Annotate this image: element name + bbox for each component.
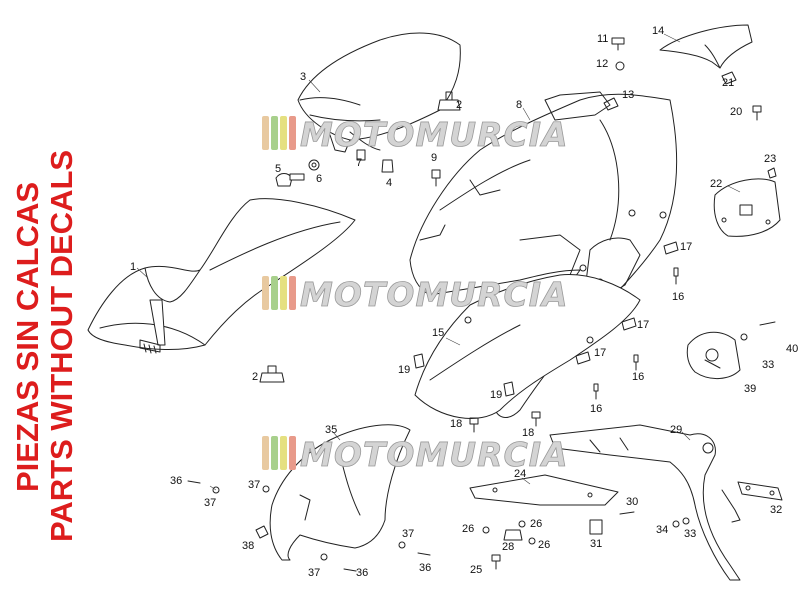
part-32-reflector (737, 481, 783, 501)
warning-line-2: PARTS WITHOUT DECALS (44, 150, 79, 542)
callout-17: 17 (594, 347, 606, 359)
callout-15: 15 (432, 327, 444, 339)
part-29-license-bracket (549, 424, 741, 581)
callout-35: 35 (325, 424, 337, 436)
part-22-bracket (713, 178, 781, 237)
callout-21: 21 (722, 77, 734, 89)
callout-13: 13 (622, 89, 634, 101)
callout-26: 26 (530, 518, 542, 530)
part-1-seat (87, 198, 356, 354)
watermark-stripe (271, 116, 278, 150)
callout-37: 37 (402, 528, 414, 540)
callout-40: 40 (786, 343, 798, 355)
callout-37: 37 (204, 497, 216, 509)
callout-31: 31 (590, 538, 602, 550)
callout-12: 12 (596, 58, 608, 70)
callout-26: 26 (462, 523, 474, 535)
part-39-lock (686, 331, 741, 379)
callout-19: 19 (490, 389, 502, 401)
callout-30: 30 (626, 496, 638, 508)
watermark-stripe (280, 276, 287, 310)
callout-22: 22 (710, 178, 722, 190)
watermark-text: MOTOMURCIA (300, 275, 569, 314)
watermark-stripe (262, 116, 269, 150)
watermark-3: MOTOMURCIA (262, 435, 569, 474)
callout-6: 6 (316, 173, 322, 185)
callout-26: 26 (538, 539, 550, 551)
watermark-text: MOTOMURCIA (300, 115, 569, 154)
callout-28: 28 (502, 541, 514, 553)
callout-4: 4 (386, 177, 392, 189)
callout-17: 17 (680, 241, 692, 253)
callout-17: 17 (637, 319, 649, 331)
watermark-stripe (262, 436, 269, 470)
watermark-stripe (289, 276, 296, 310)
watermark-stripe (280, 436, 287, 470)
callout-29: 29 (670, 424, 682, 436)
hardware (187, 37, 777, 572)
callout-8: 8 (516, 99, 522, 111)
callout-14: 14 (652, 25, 664, 37)
callout-16: 16 (590, 403, 602, 415)
part-35-lower-cover (269, 424, 411, 561)
part-3-passenger-seat (297, 32, 461, 153)
callout-25: 25 (470, 564, 482, 576)
part-14-cover (659, 24, 753, 69)
callout-20: 20 (730, 106, 742, 118)
watermark-stripe (262, 276, 269, 310)
callout-37: 37 (248, 479, 260, 491)
callout-33: 33 (684, 528, 696, 540)
callout-19: 19 (398, 364, 410, 376)
callout-32: 32 (770, 504, 782, 516)
callout-33: 33 (762, 359, 774, 371)
callout-3: 3 (300, 71, 306, 83)
part-24-plate (469, 474, 619, 506)
callout-37: 37 (308, 567, 320, 579)
callout-39: 39 (744, 383, 756, 395)
watermark-stripe (289, 436, 296, 470)
warning-label: PIEZAS SIN CALCAS PARTS WITHOUT DECALS (10, 150, 79, 542)
callout-5: 5 (275, 163, 281, 175)
callout-36: 36 (356, 567, 368, 579)
callout-38: 38 (242, 540, 254, 552)
callout-16: 16 (672, 291, 684, 303)
callout-16: 16 (632, 371, 644, 383)
callout-36: 36 (419, 562, 431, 574)
callout-11: 11 (597, 33, 608, 45)
callout-36: 36 (170, 475, 182, 487)
callout-2: 2 (252, 371, 258, 383)
callout-9: 9 (431, 152, 437, 164)
callout-1: 1 (130, 261, 136, 273)
callout-2: 2 (456, 99, 462, 111)
warning-line-1: PIEZAS SIN CALCAS (10, 182, 45, 492)
callout-34: 34 (656, 524, 668, 536)
callout-23: 23 (764, 153, 776, 165)
watermark-stripe (280, 116, 287, 150)
callout-18: 18 (450, 418, 462, 430)
callout-numbers: 1 2 2 3 4 5 6 7 8 9 11 12 13 14 15 16 16… (130, 25, 798, 579)
watermark-2: MOTOMURCIA (262, 275, 569, 314)
leader-lines (136, 33, 741, 491)
callout-7: 7 (356, 157, 362, 169)
watermark-stripe (271, 276, 278, 310)
watermark-stripe (271, 436, 278, 470)
callout-24: 24 (514, 468, 526, 480)
part-15-side-panel (414, 274, 641, 419)
watermark-text: MOTOMURCIA (300, 435, 569, 474)
callout-18: 18 (522, 427, 534, 439)
watermark-1: MOTOMURCIA (262, 115, 569, 154)
watermark-stripe (289, 116, 296, 150)
